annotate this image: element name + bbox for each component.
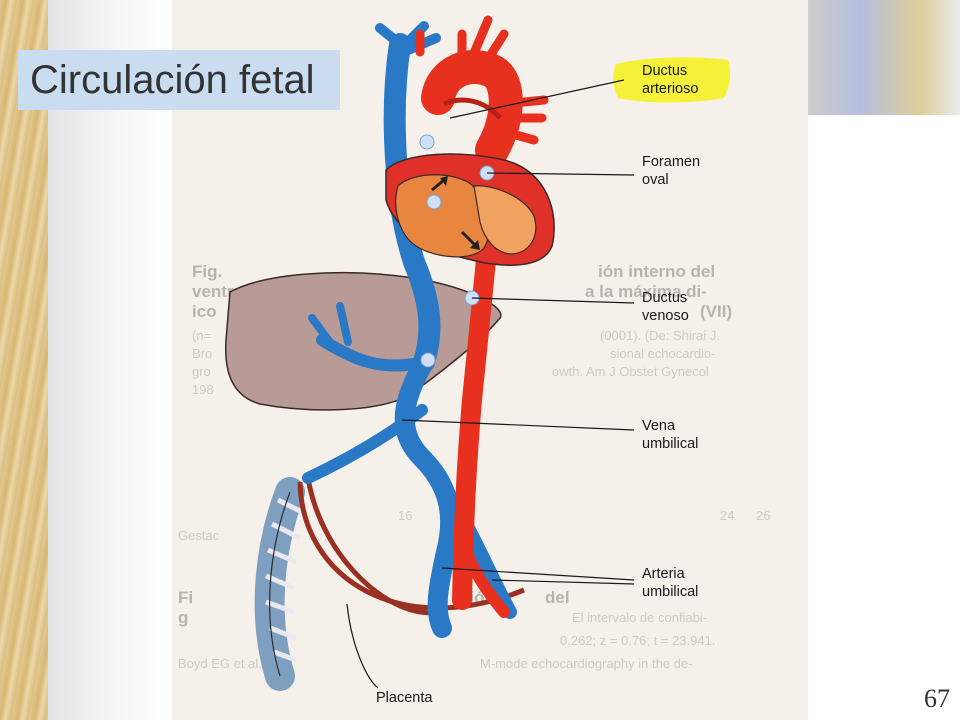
label-foramen-oval-1: Foramen (642, 154, 700, 170)
label-foramen-oval-2: oval (642, 172, 669, 188)
label-arteria-umbilical-2: umbilical (642, 584, 698, 600)
label-ductus-venoso-1: Ductus (642, 290, 687, 306)
liver (226, 273, 501, 410)
label-vena-umbilical-1: Vena (642, 418, 676, 434)
page-number: 67 (924, 684, 950, 714)
umbilical-cord (266, 492, 302, 676)
label-ductus-arterioso-2: arterioso (642, 81, 698, 97)
label-placenta: Placenta (376, 690, 433, 706)
label-ductus-arterioso-1: Ductus (642, 63, 687, 79)
label-arteria-umbilical-1: Arteria (642, 566, 686, 582)
label-vena-umbilical-2: umbilical (642, 436, 698, 452)
slide-title: Circulación fetal (18, 50, 340, 110)
label-ductus-venoso-2: venoso (642, 308, 689, 324)
